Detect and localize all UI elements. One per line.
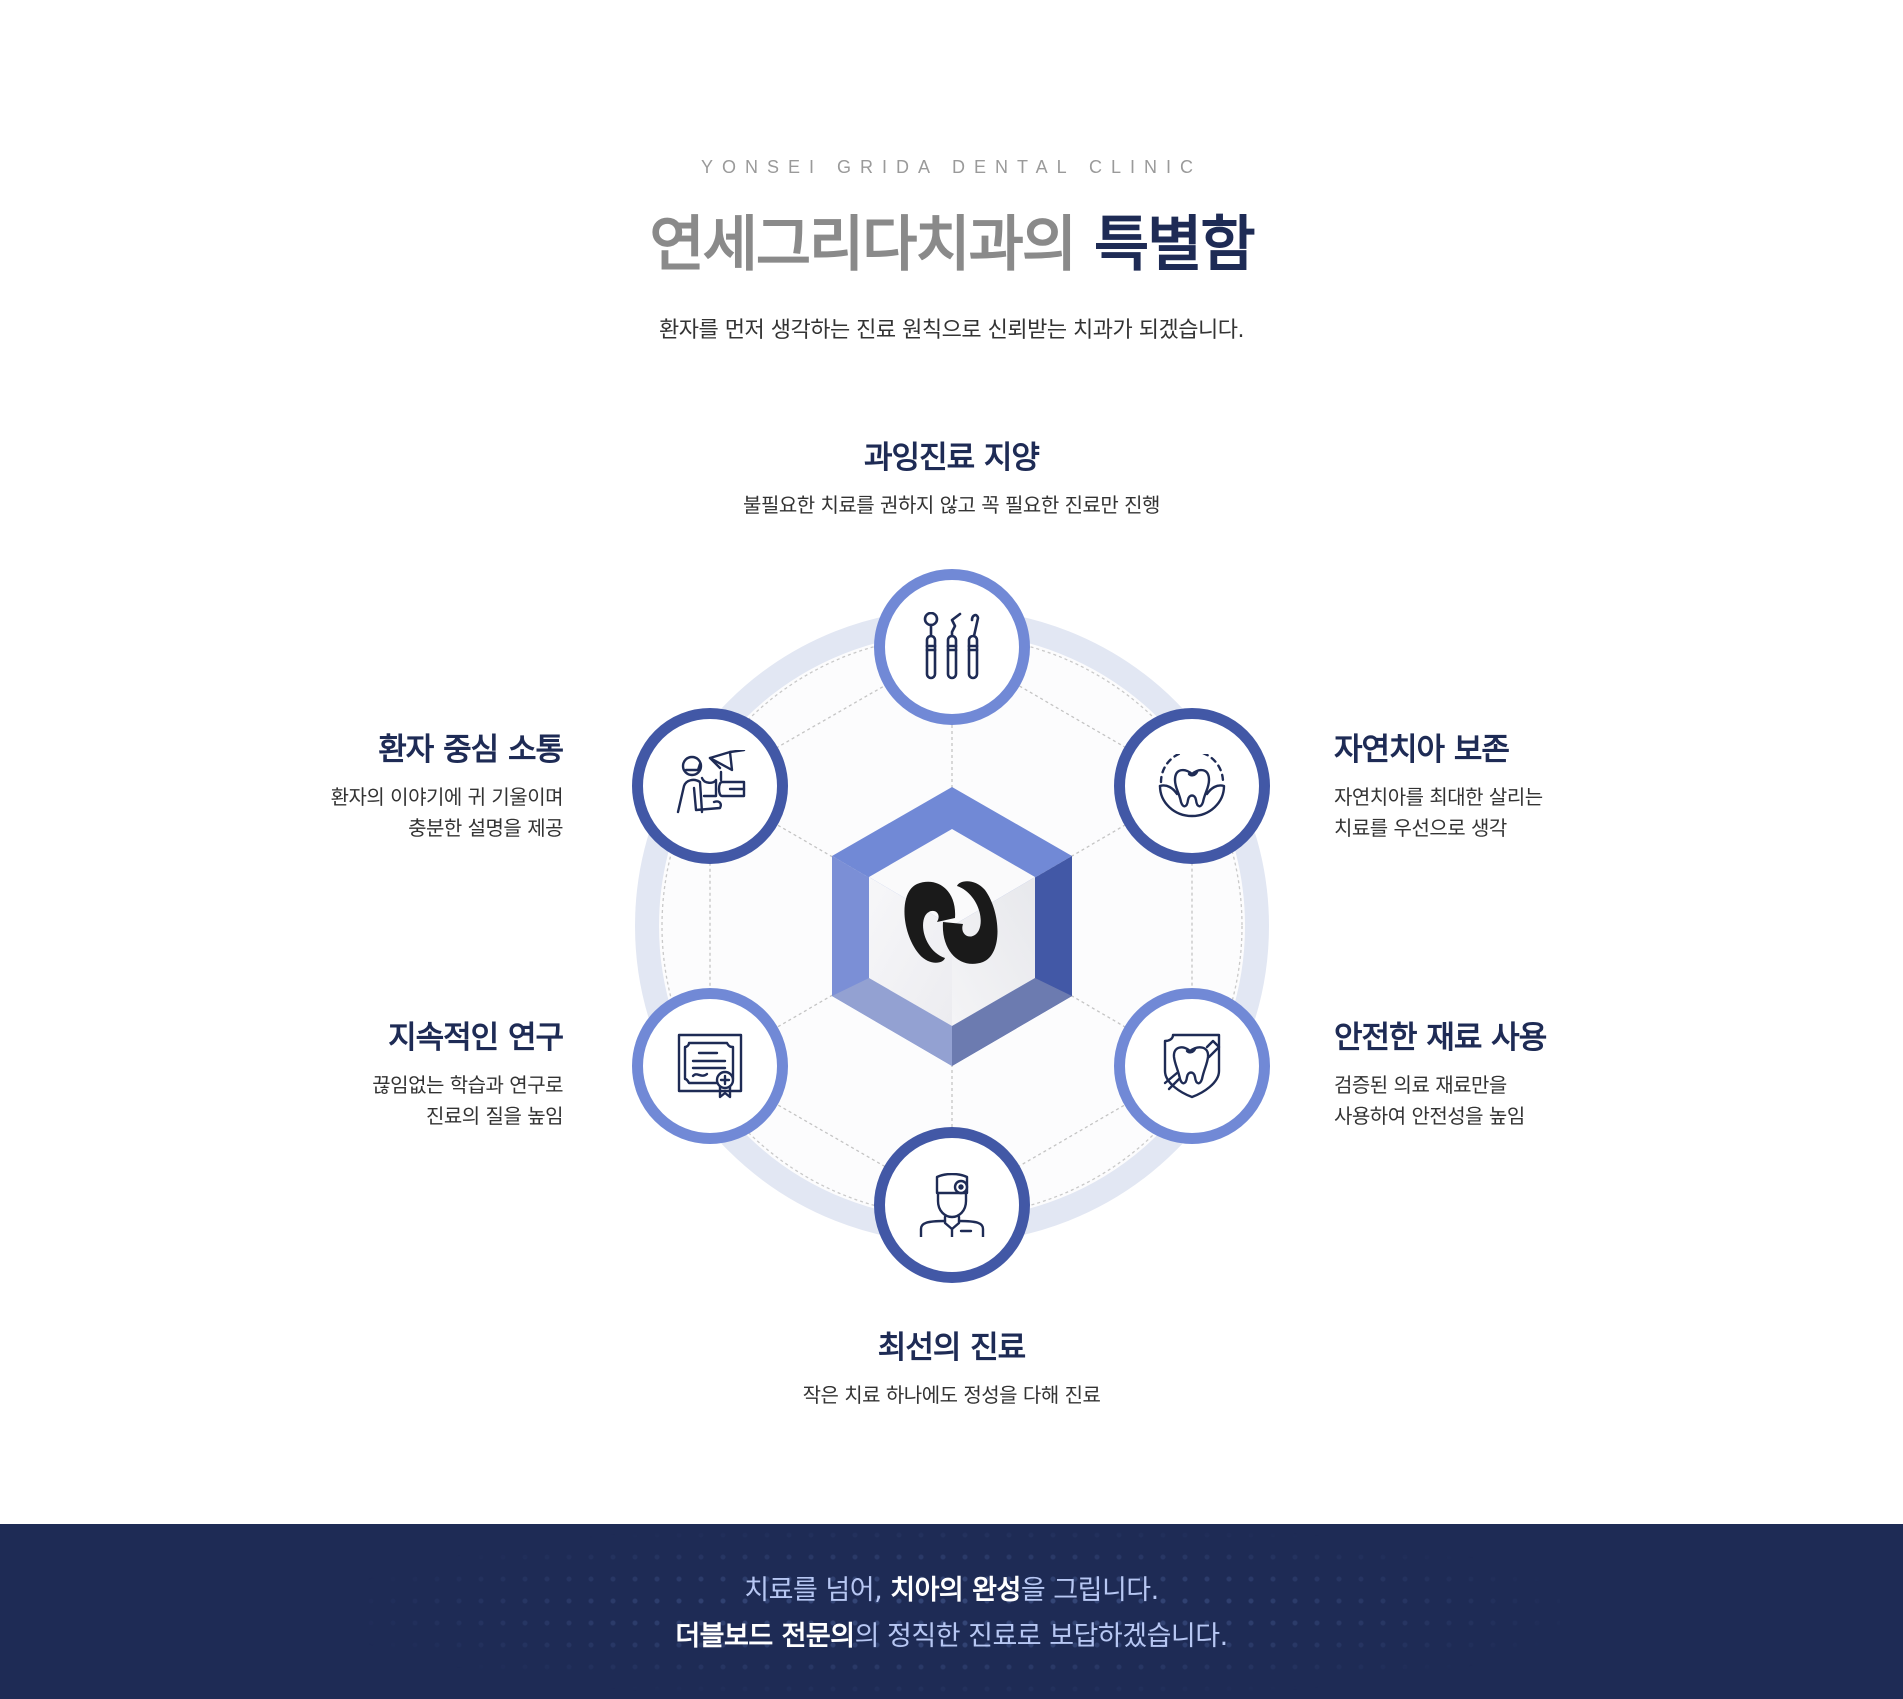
banner-text: 을 그립니다. [1020,1575,1159,1606]
feature-title: 환자 중심 소통 [378,732,564,768]
node-natural-tooth [1114,708,1270,864]
node-communication [632,708,788,864]
feature-desc: 검증된 의료 재료만을 사용하여 안전성을 높임 [1334,1070,1546,1132]
dentist-patient-icon [676,750,746,814]
feature-title: 자연치아 보존 [1334,732,1510,768]
page-title: 연세그리다치과의 특별함 [0,196,1903,283]
node-safe-materials [1114,988,1270,1144]
banner-text: 치료를 넘어, [744,1575,891,1606]
tooth-shield-icon [1163,1033,1221,1099]
center-hexagon [832,787,1072,1066]
feature-natural-tooth: 자연치아 보존 자연치아를 최대한 살리는 치료를 우선으로 생각 [1334,730,1543,844]
banner-line-2: 더블보드 전문의의 정직한 진료로 보답하겠습니다. [0,1614,1903,1653]
feature-title: 최선의 진료 [877,1330,1026,1366]
feature-desc-line: 치료를 우선으로 생각 [1334,816,1507,840]
dot-pattern [360,1524,1560,1699]
feature-desc: 불필요한 치료를 권하지 않고 꼭 필요한 진료만 진행 [743,493,1160,517]
feature-desc-line: 사용하여 안전성을 높임 [1334,1104,1525,1128]
banner-line-1: 치료를 넘어, 치아의 완성을 그립니다. [0,1568,1903,1607]
banner-highlight: 치아의 완성 [890,1575,1021,1606]
feature-desc: 환자의 이야기에 귀 기울이며 충분한 설명을 제공 [330,782,564,844]
certificate-icon [677,1033,743,1099]
banner-text: 의 정직한 진료로 보답하겠습니다. [854,1621,1229,1652]
tooth-gum-icon [1158,754,1226,818]
node-overtreatment [874,569,1030,725]
feature-safe-materials: 안전한 재료 사용 검증된 의료 재료만을 사용하여 안전성을 높임 [1334,1018,1547,1132]
clinic-logo-icon [904,881,998,964]
feature-communication: 환자 중심 소통 환자의 이야기에 귀 기울이며 충분한 설명을 제공 [330,730,564,844]
title-main: 연세그리다치과의 [649,210,1094,280]
feature-desc-line: 진료의 질을 높임 [425,1104,564,1128]
node-research [632,988,788,1144]
feature-desc-line: 자연치아를 최대한 살리는 [1334,785,1543,809]
feature-research: 지속적인 연구 끊임없는 학습과 연구로 진료의 질을 높임 [372,1018,564,1132]
closing-banner: 치료를 넘어, 치아의 완성을 그립니다. 더블보드 전문의의 정직한 진료로 … [0,1524,1903,1699]
feature-desc-line: 검증된 의료 재료만을 [1334,1073,1507,1097]
feature-desc: 자연치아를 최대한 살리는 치료를 우선으로 생각 [1334,782,1543,844]
node-best-care [874,1127,1030,1283]
page-subtitle: 환자를 먼저 생각하는 진료 원칙으로 신뢰받는 치과가 되겠습니다. [659,318,1244,343]
dentist-icon [919,1173,985,1237]
feature-desc-line: 끊임없는 학습과 연구로 [372,1073,563,1097]
feature-title: 과잉진료 지양 [864,440,1040,476]
feature-overtreatment: 과잉진료 지양 불필요한 치료를 권하지 않고 꼭 필요한 진료만 진행 [0,438,1903,521]
feature-desc: 끊임없는 학습과 연구로 진료의 질을 높임 [372,1070,563,1132]
dental-tools-icon [923,612,980,680]
title-accent: 특별함 [1093,210,1256,280]
feature-title: 안전한 재료 사용 [1334,1020,1547,1056]
brand-eyebrow: YONSEI GRIDA DENTAL CLINIC [700,157,1203,177]
feature-best-care: 최선의 진료 작은 치료 하나에도 정성을 다해 진료 [0,1328,1903,1411]
banner-highlight: 더블보드 전문의 [675,1621,855,1652]
feature-desc: 작은 치료 하나에도 정성을 다해 진료 [802,1383,1101,1407]
feature-title: 지속적인 연구 [388,1020,564,1056]
feature-desc-line: 충분한 설명을 제공 [408,816,563,840]
feature-desc-line: 환자의 이야기에 귀 기울이며 [330,785,564,809]
